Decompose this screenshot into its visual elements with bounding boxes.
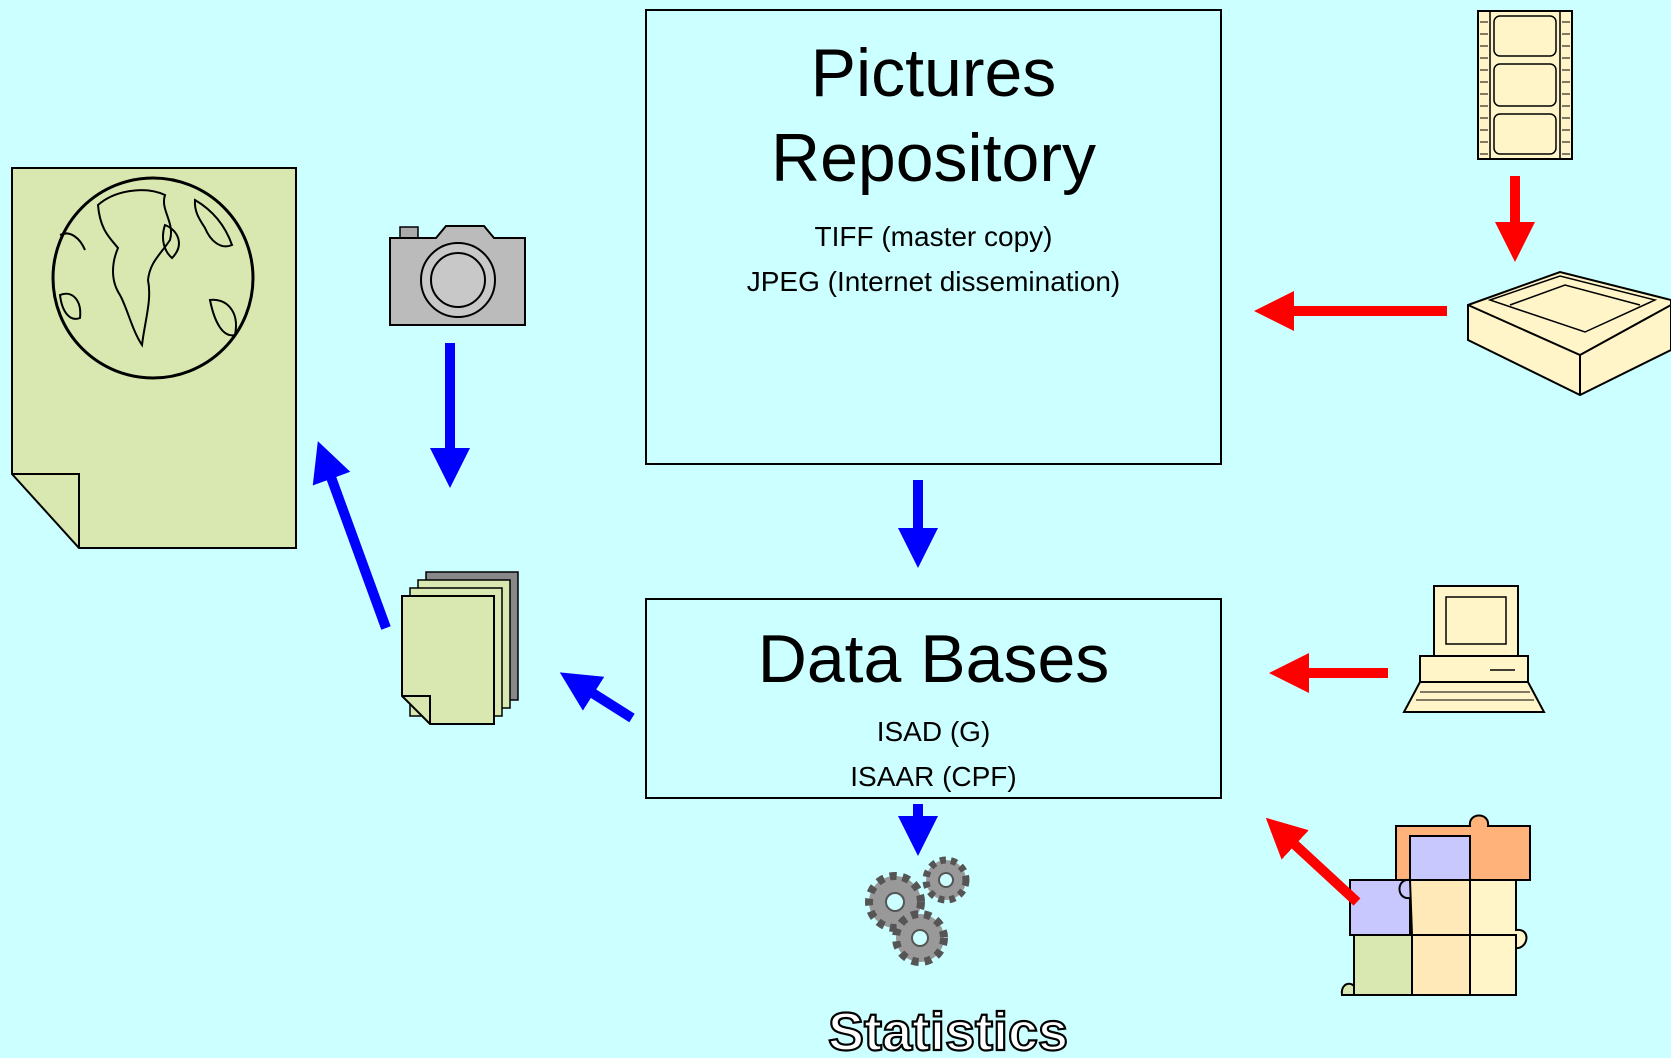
gears-icon (865, 856, 970, 966)
arrow-databases-to-documents (559, 672, 635, 723)
repository-title-line1: Pictures (810, 35, 1057, 111)
computer-icon (1402, 585, 1546, 713)
databases-title: Data Bases (757, 621, 1110, 697)
arrow-puzzle-to-databases (1265, 817, 1361, 906)
databases-standard-isad: ISAD (G) (876, 716, 991, 748)
scanner-icon (1467, 270, 1671, 397)
repository-format-tiff: TIFF (master copy) (814, 221, 1053, 252)
pictures-repository-box: Pictures Repository TIFF (master copy) J… (645, 9, 1222, 465)
databases-standard-isaar: ISAAR (CPF) (850, 760, 1017, 792)
puzzle-icon (1340, 814, 1531, 996)
repository-title-line2: Repository (770, 120, 1097, 196)
arrow-documents-to-globe-document (312, 441, 391, 630)
film-strip-icon (1477, 10, 1573, 160)
data-bases-box: Data Bases ISAD (G) ISAAR (CPF) (645, 598, 1222, 799)
globe-document-icon (11, 167, 297, 549)
statistics-label: Statistics (828, 1002, 1068, 1058)
documents-stack-icon (401, 571, 519, 725)
repository-format-jpeg: JPEG (Internet dissemination) (746, 265, 1121, 297)
camera-icon (389, 225, 526, 326)
